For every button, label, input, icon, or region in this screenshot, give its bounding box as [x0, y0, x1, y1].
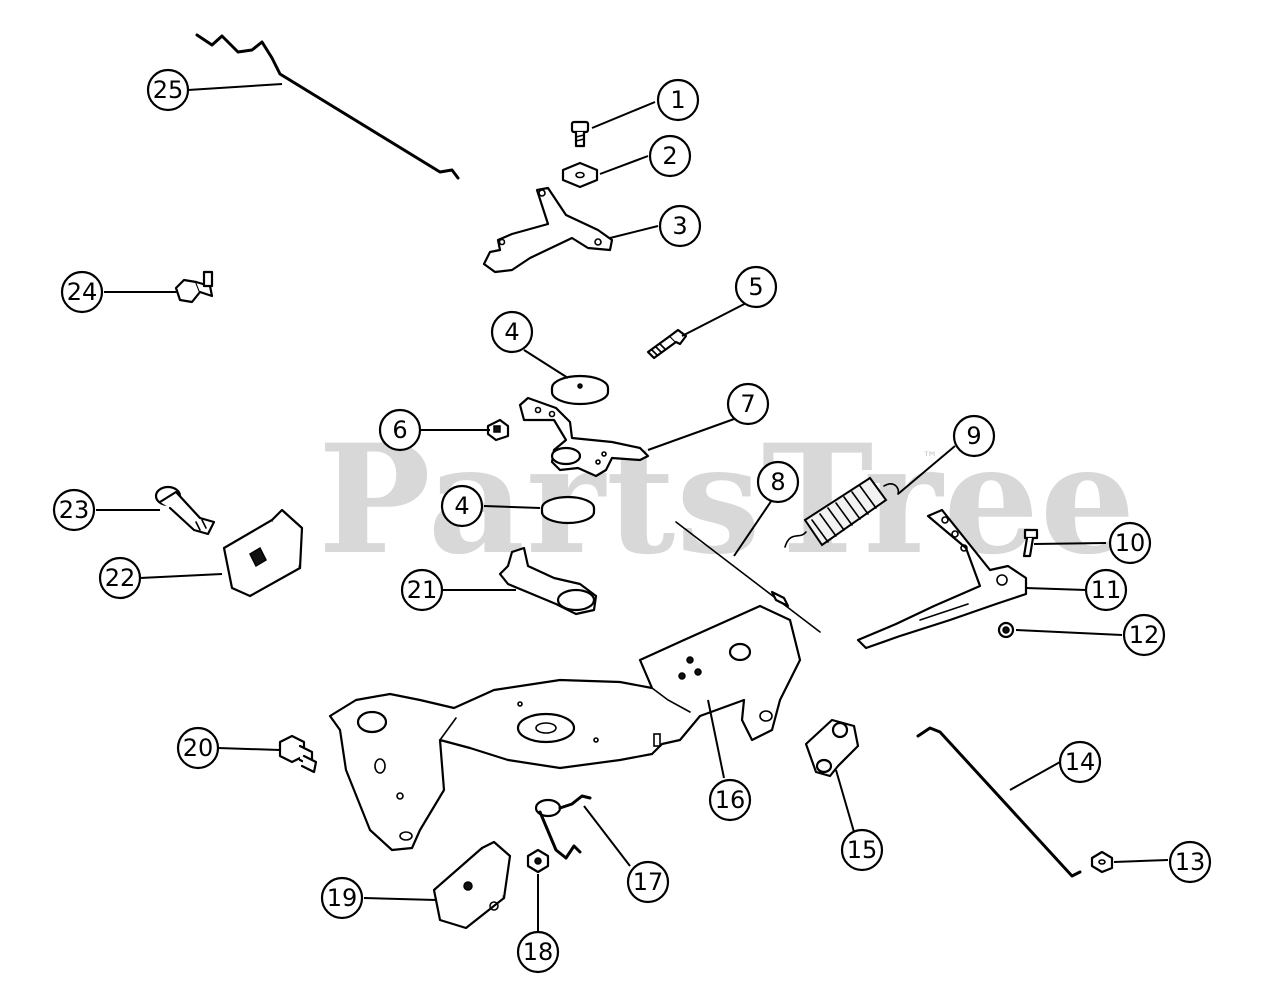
callout-7: 7 [726, 382, 770, 426]
callout-2: 2 [648, 134, 692, 178]
part-24-screw [174, 270, 214, 304]
callout-6: 6 [378, 408, 422, 452]
callout-5: 5 [734, 265, 778, 309]
callout-label: 18 [523, 938, 554, 966]
callout-label: 23 [59, 496, 90, 524]
part-14-rod [916, 726, 1082, 878]
callout-11: 11 [1084, 568, 1128, 612]
part-5-stud [646, 328, 688, 360]
callout-label: 22 [105, 564, 136, 592]
part-25-link-rod [195, 33, 460, 180]
callout-label: 14 [1065, 748, 1096, 776]
callout-label: 10 [1115, 529, 1146, 557]
callout-label: 25 [153, 76, 184, 104]
callout-15: 15 [840, 828, 884, 872]
callout-label: 11 [1091, 576, 1122, 604]
callout-14: 14 [1058, 740, 1102, 784]
callout-13: 13 [1168, 840, 1212, 884]
part-15-pivot [804, 718, 860, 778]
callout-label: 20 [183, 734, 214, 762]
callout-21: 21 [400, 568, 444, 612]
callout-22: 22 [98, 556, 142, 600]
callout-label: 13 [1175, 848, 1206, 876]
part-21-lever [498, 546, 598, 616]
callout-1: 1 [656, 78, 700, 122]
part-18-nut [526, 848, 550, 874]
part-16-main-bracket [328, 604, 802, 852]
part-10-screw [1022, 528, 1039, 558]
part-11-arm [856, 508, 1028, 650]
callout-label: 4 [454, 492, 469, 520]
callout-label: 5 [748, 273, 763, 301]
callout-9: 9 [952, 414, 996, 458]
callout-label: 21 [407, 576, 438, 604]
callout-label: 7 [740, 390, 755, 418]
part-22-bracket [222, 508, 304, 598]
callout-label: 12 [1129, 621, 1160, 649]
callout-10: 10 [1108, 521, 1152, 565]
callout-12: 12 [1122, 613, 1166, 657]
callout-18: 18 [516, 930, 560, 974]
leader-lines [96, 83, 1169, 936]
callout-label: 8 [770, 468, 785, 496]
part-6-clip [486, 418, 510, 442]
callout-label: 15 [847, 836, 878, 864]
callout-3: 3 [658, 204, 702, 248]
callout-label: 1 [670, 86, 685, 114]
callout-19: 19 [320, 876, 364, 920]
callout-label: 24 [67, 278, 98, 306]
callout-16: 16 [708, 778, 752, 822]
part-19-bracket [432, 840, 512, 930]
callout-label: 19 [327, 884, 358, 912]
callout-4-lower: 4 [440, 484, 484, 528]
callout-23: 23 [52, 488, 96, 532]
callout-label: 3 [672, 212, 687, 240]
part-1-screw [570, 120, 590, 148]
part-13-nut [1090, 850, 1114, 874]
callout-label: 9 [966, 422, 981, 450]
part-20-bolt [278, 734, 318, 774]
part-12-nut [997, 621, 1015, 639]
part-17-spring [534, 794, 592, 860]
part-4-disc-lower [540, 495, 596, 525]
callout-17: 17 [626, 860, 670, 904]
callout-label: 2 [662, 142, 677, 170]
part-3-bracket [482, 186, 614, 274]
part-2-washer [561, 161, 599, 189]
callout-label: 6 [392, 416, 407, 444]
callout-label: 16 [715, 786, 746, 814]
callout-8: 8 [756, 460, 800, 504]
callout-label: 4 [504, 318, 519, 346]
part-8-rod [675, 521, 821, 633]
part-9-spring [784, 476, 900, 548]
part-4-disc-upper [550, 374, 610, 406]
part-23-bolt [154, 485, 216, 536]
callout-4-upper: 4 [490, 310, 534, 354]
callout-24: 24 [60, 270, 104, 314]
part-7-lever [518, 396, 650, 478]
callout-20: 20 [176, 726, 220, 770]
callout-label: 17 [633, 868, 664, 896]
callout-25: 25 [146, 68, 190, 112]
watermark-trademark: ™ [922, 448, 938, 467]
